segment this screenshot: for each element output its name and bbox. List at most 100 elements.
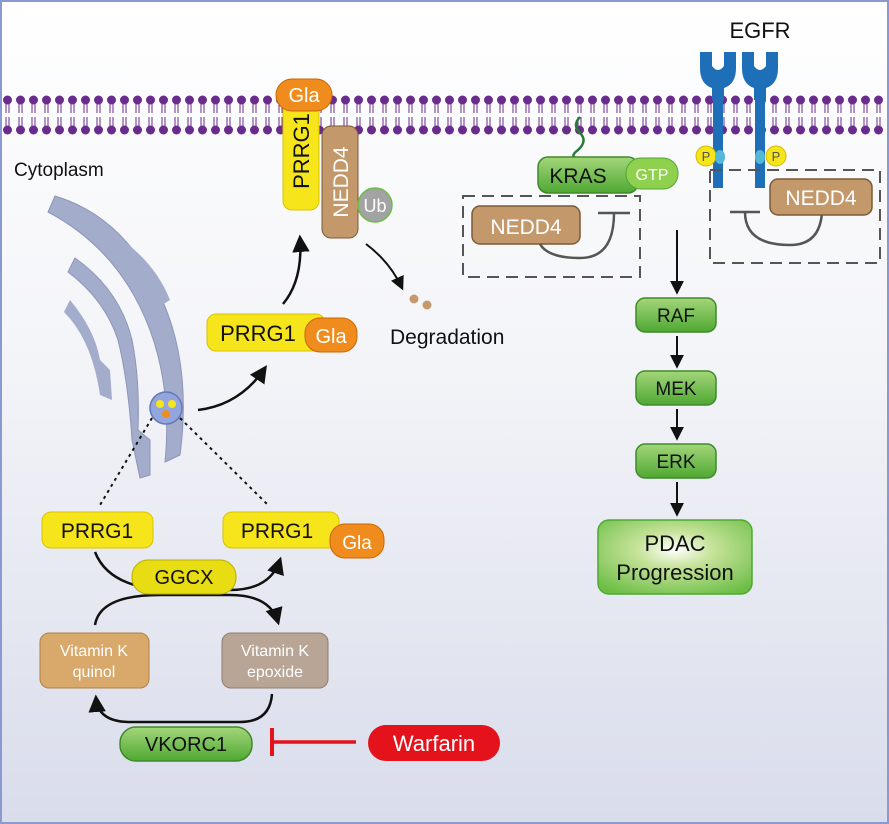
lipid-head-lower: [861, 125, 870, 135]
lipid-tail-upper: [551, 104, 556, 113]
lipid-tail-upper: [772, 104, 777, 113]
lipid-tail-lower: [525, 117, 530, 126]
lipid-head-lower: [640, 125, 649, 135]
lipid-tail-lower: [239, 117, 244, 126]
lipid-tail-upper: [629, 104, 634, 113]
ub-label: Ub: [363, 196, 386, 216]
lipid-head-lower: [68, 125, 77, 135]
lipid-head-lower: [211, 125, 220, 135]
phospho-left: P: [695, 145, 725, 167]
lipid-tail-upper: [681, 104, 686, 113]
prrg1-gla-product: PRRG1 Gla: [222, 511, 385, 559]
prrg1-right-label: PRRG1: [241, 520, 313, 543]
dotted-line-left: [99, 417, 153, 506]
gla-membrane-label: Gla: [288, 85, 320, 107]
lipid-tail-upper: [356, 104, 361, 113]
lipid-tail-lower: [382, 117, 387, 126]
lipid-tail-lower: [694, 117, 699, 126]
lipid-head-upper: [81, 95, 90, 105]
lipid-tail-upper: [18, 104, 23, 113]
lipid-tail-upper: [148, 104, 153, 113]
lipid-head-upper: [406, 95, 415, 105]
erk-label: ERK: [656, 452, 695, 473]
egfr-label: EGFR: [729, 18, 790, 43]
lipid-head-lower: [835, 125, 844, 135]
lipid-head-upper: [861, 95, 870, 105]
lipid-head-upper: [224, 95, 233, 105]
pdac-node: PDAC Progression: [597, 519, 753, 595]
lipid-tail-lower: [811, 117, 816, 126]
lipid-head-upper: [263, 95, 272, 105]
lipid-tail-upper: [174, 104, 179, 113]
lipid-tail-upper: [109, 104, 114, 113]
lipid-tail-lower: [499, 117, 504, 126]
vkorc1-label: VKORC1: [145, 734, 227, 756]
egfr-right-arm: [742, 52, 778, 188]
lipid-head-upper: [3, 95, 12, 105]
lipid-head-upper: [471, 95, 480, 105]
lipid-tail-lower: [629, 117, 634, 126]
lipid-tail-lower: [330, 117, 335, 126]
lipid-tail-lower: [655, 117, 660, 126]
lipid-tail-upper: [408, 104, 413, 113]
lipid-head-lower: [250, 125, 259, 135]
lipid-head-upper: [536, 95, 545, 105]
lipid-head-upper: [796, 95, 805, 105]
lipid-tail-upper: [447, 104, 452, 113]
degradation-fragments: [409, 294, 432, 310]
lipid-head-upper: [744, 95, 753, 105]
lipid-head-lower: [523, 125, 532, 135]
lipid-tail-lower: [213, 117, 218, 126]
vitk-quinol-line1: Vitamin K: [60, 643, 129, 660]
lipid-tail-lower: [707, 117, 712, 126]
mek-label: MEK: [655, 379, 697, 400]
lipid-head-lower: [770, 125, 779, 135]
prrg1-left-label: PRRG1: [61, 520, 133, 543]
lipid-tail-upper: [525, 104, 530, 113]
lipid-tail-upper: [382, 104, 387, 113]
lipid-head-upper: [419, 95, 428, 105]
prrg1-membrane-complex: PRRG1 Gla NEDD4 Ub: [275, 78, 393, 239]
lipid-head-upper: [783, 95, 792, 105]
lipid-head-lower: [367, 125, 376, 135]
lipid-tail-lower: [31, 117, 36, 126]
lipid-tail-lower: [642, 117, 647, 126]
lipid-tail-lower: [44, 117, 49, 126]
lipid-head-upper: [341, 95, 350, 105]
vitk-quinol-line2: quinol: [73, 664, 116, 681]
lipid-tail-upper: [876, 104, 881, 113]
lipid-tail-lower: [70, 117, 75, 126]
lipid-head-upper: [367, 95, 376, 105]
lipid-tail-lower: [733, 117, 738, 126]
mek-node: MEK: [635, 370, 717, 406]
lipid-tail-lower: [863, 117, 868, 126]
lipid-tail-lower: [369, 117, 374, 126]
lipid-head-lower: [549, 125, 558, 135]
lipid-head-upper: [172, 95, 181, 105]
lipid-head-lower: [705, 125, 714, 135]
lipid-head-lower: [224, 125, 233, 135]
lipid-head-lower: [172, 125, 181, 135]
lipid-head-lower: [94, 125, 103, 135]
lipid-head-lower: [237, 125, 246, 135]
pdac-label-line2: Progression: [616, 560, 733, 585]
lipid-tail-lower: [850, 117, 855, 126]
lipid-head-upper: [211, 95, 220, 105]
lipid-head-upper: [705, 95, 714, 105]
lipid-tail-lower: [434, 117, 439, 126]
lipid-head-upper: [549, 95, 558, 105]
golgi-apparatus: [47, 195, 184, 479]
lipid-tail-upper: [330, 104, 335, 113]
egfr-left-arm: [700, 52, 736, 188]
arrow-epoxide-to-quinol: [88, 693, 274, 724]
lipid-tail-upper: [798, 104, 803, 113]
lipid-head-upper: [640, 95, 649, 105]
arrow-to-membrane: [282, 234, 310, 305]
lipid-tail-lower: [772, 117, 777, 126]
lipid-head-upper: [198, 95, 207, 105]
lipid-head-upper: [497, 95, 506, 105]
lipid-tail-lower: [616, 117, 621, 126]
lipid-tail-lower: [564, 117, 569, 126]
